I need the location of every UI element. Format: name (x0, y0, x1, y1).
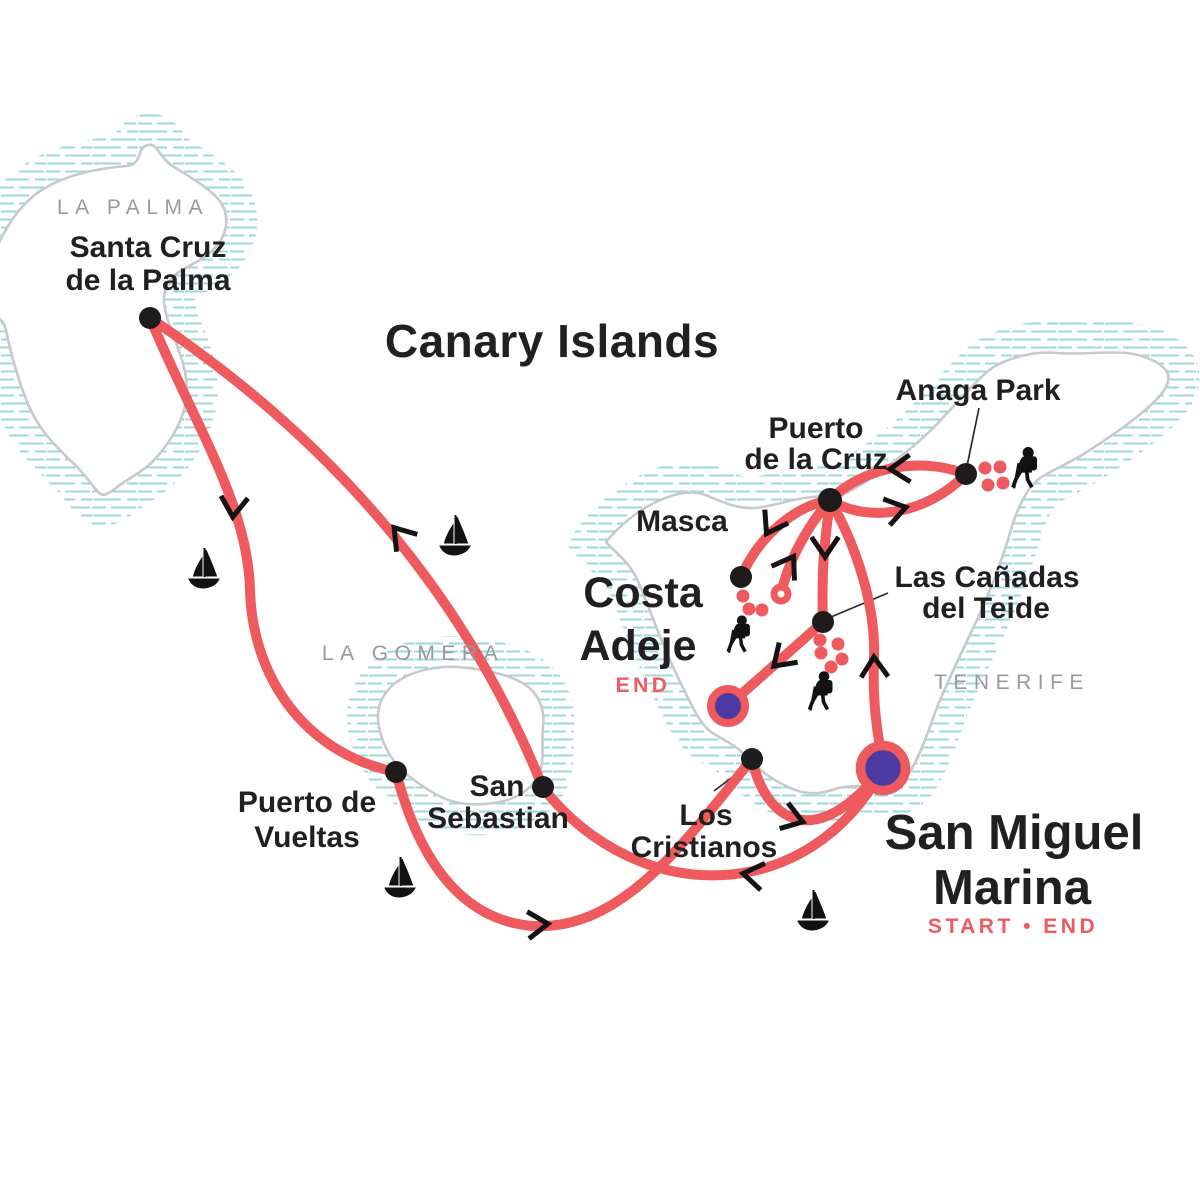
poi-dot-puerto-vueltas (385, 761, 407, 783)
stop-label-san-miguel-line2: Marina (933, 861, 1092, 915)
teide-dotted-trail (813, 633, 849, 674)
stop-label-los-cristianos-line2: Cristianos (631, 831, 778, 864)
masca-trailhead-donut-waypoint (770, 583, 792, 605)
stop-label-santa-cruz-line1: Santa Cruz (70, 231, 227, 264)
stop-label-los-cristianos-line1: Los (679, 799, 732, 832)
stop-label-santa-cruz-line2: de la Palma (65, 264, 230, 297)
anaga-label-pointer-line (966, 407, 980, 467)
sailboat-icon-la-palma-leg (188, 547, 220, 589)
poi-dot-anaga-park (955, 463, 977, 485)
poi-dot-masca (730, 566, 752, 588)
sailboat-icon-san-sebastian-leg (439, 514, 471, 556)
stop-label-puerto-vueltas-line1: Puerto de (238, 786, 376, 819)
stop-label-teide-line2: del Teide (922, 592, 1050, 625)
route-los-cristianos-to-san-miguel (747, 754, 888, 826)
stop-label-puerto-cruz-line2: de la Cruz (744, 443, 887, 476)
island-label-la-palma: LA PALMA (57, 196, 209, 219)
stop-label-costa-adeje-line1: Costa (583, 569, 704, 617)
stop-label-san-sebastian-line2: Sebastian (427, 802, 569, 835)
masca-dotted-trail (736, 589, 769, 617)
poi-dot-san-sebastian (532, 776, 554, 798)
poi-dot-puerto-cruz (818, 488, 842, 512)
route-san-sebastian-to-santa-cruz (145, 313, 548, 793)
poi-dot-los-cristianos (741, 748, 763, 770)
teide-label-pointer-line (830, 592, 889, 618)
stop-label-costa-adeje-line2: Adeje (579, 622, 696, 670)
map-labels: Canary Islands LA PALMA LA GOMERA TENERI… (57, 196, 1143, 938)
sailboat-icon-vueltas-leg (384, 856, 416, 898)
end-badge-costa-adeje: END (616, 674, 671, 697)
stop-markers (139, 307, 977, 798)
poi-dot-santa-cruz (139, 307, 161, 329)
route-puerto-vueltas-to-los-cristianos (391, 754, 757, 932)
hiking-trails (736, 460, 1010, 674)
stop-label-puerto-cruz-line1: Puerto (768, 412, 863, 445)
stop-label-anaga-park: Anaga Park (895, 374, 1060, 407)
anaga-dotted-trail (978, 460, 1010, 492)
poi-dot-teide (812, 611, 834, 633)
stop-label-puerto-vueltas-line2: Vueltas (254, 821, 360, 854)
stop-label-san-sebastian-line1: San (469, 770, 524, 803)
end-marker-costa-adeje (707, 685, 749, 727)
start-end-marker-san-miguel (855, 740, 911, 796)
map-title: Canary Islands (385, 315, 719, 367)
stop-label-teide-line1: Las Cañadas (894, 561, 1079, 594)
route-puerto-cruz-to-anaga-lower (825, 469, 971, 518)
stop-label-san-miguel-line1: San Miguel (885, 806, 1144, 860)
island-label-la-gomera: LA GOMERA (322, 642, 504, 665)
island-label-tenerife: TENERIFE (934, 671, 1090, 694)
sailboat-icon-san-miguel-leg (797, 889, 829, 931)
start-end-badge-san-miguel: START • END (928, 915, 1098, 938)
stop-label-masca: Masca (636, 505, 728, 538)
route-san-miguel-to-san-sebastian (538, 763, 888, 881)
route-santa-cruz-to-puerto-vueltas (145, 313, 401, 777)
